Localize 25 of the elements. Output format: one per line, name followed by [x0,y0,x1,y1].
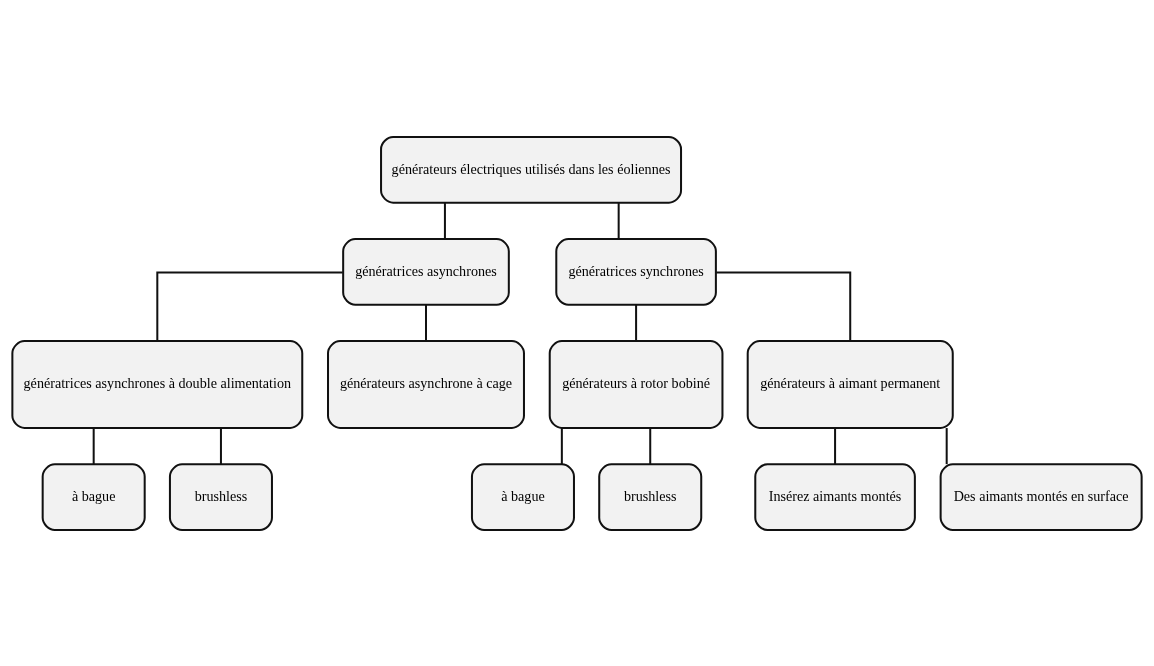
node-box: génératrices asynchrones à double alimentation [11,339,304,429]
connector [560,427,563,464]
connector [649,427,652,464]
node-box: générateurs à aimant permanent [746,339,954,429]
connector [945,427,948,464]
connector [617,202,620,239]
connector [92,427,95,464]
node-box: Des aimants montés en surface [939,462,1143,531]
node-box: brushless [598,462,703,531]
node-box: brushless [168,462,273,531]
connector [425,304,427,341]
connector [716,270,852,341]
connector [156,270,343,341]
node-box: Insérez aimants montés [754,462,916,531]
node-box: générateurs à rotor bobiné [548,339,724,429]
node-box: à bague [41,462,146,531]
connector [834,427,837,464]
node-box: génératrices asynchrones [342,237,510,306]
node-box: génératrices synchrones [555,237,717,306]
connector [219,427,222,464]
connector [443,202,446,239]
node-box: à bague [470,462,575,531]
node-box: générateurs asynchrone à cage [327,339,525,429]
connector [635,304,638,341]
node-box: générateurs électriques utilisés dans les éoliennes [380,135,683,204]
